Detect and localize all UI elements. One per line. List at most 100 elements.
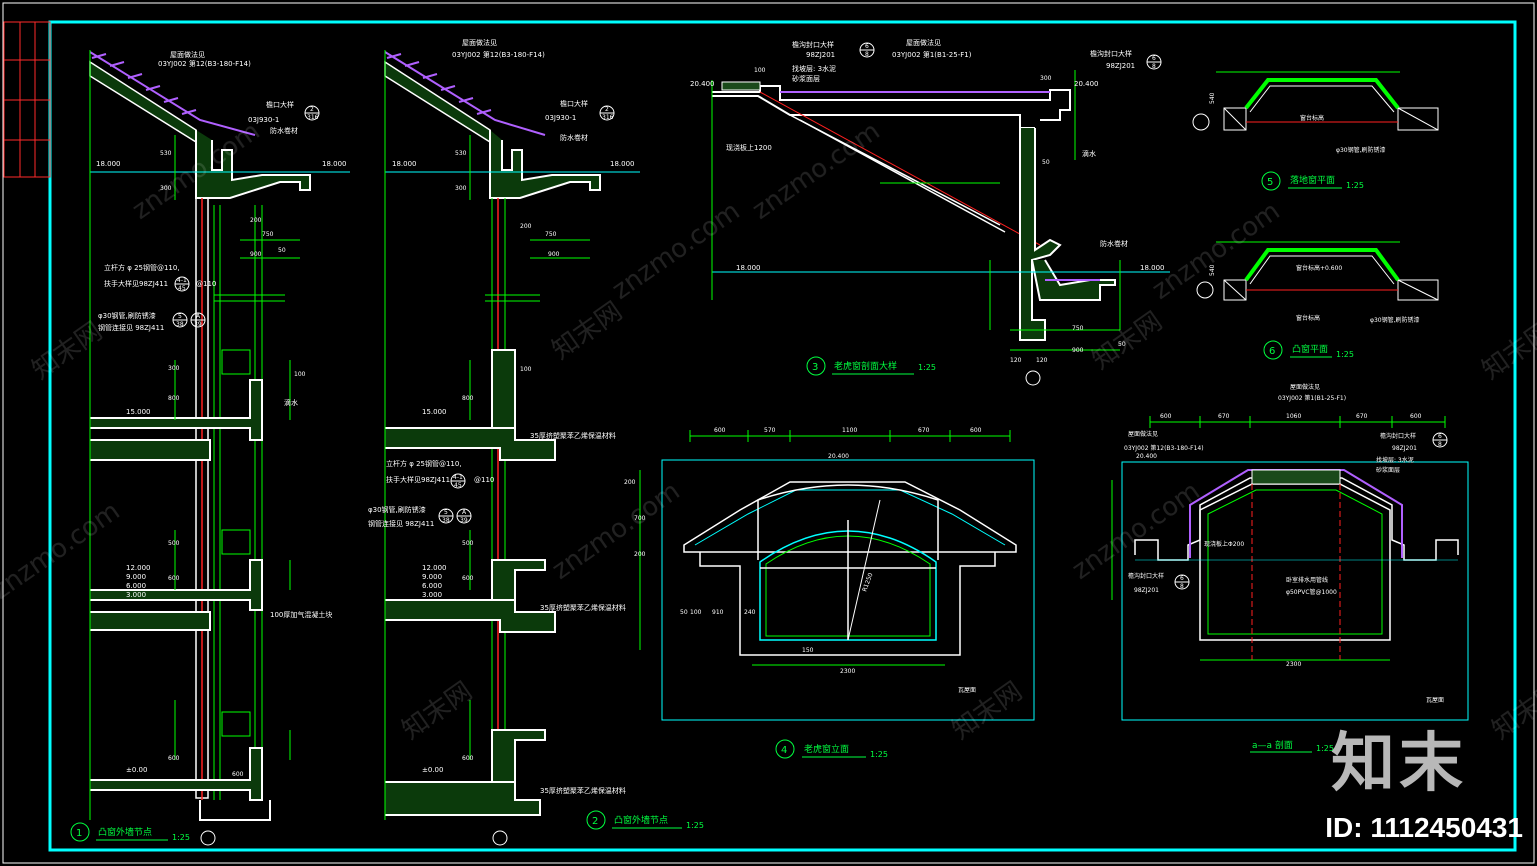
d2-pipe-circle2-top: A	[462, 509, 467, 516]
d2-pipe-circle2-bottom: 39	[460, 517, 468, 524]
d1-pipe-circle1-top: 5	[178, 313, 182, 320]
d2-roof-ref: 屋面做法见	[462, 38, 497, 47]
d1-dim: 750	[262, 231, 274, 238]
d2-dim: 750	[545, 231, 557, 238]
d4-side-dim: 200	[634, 551, 646, 558]
d2-level-3: 3.000	[422, 591, 442, 599]
d6-number: 6	[1269, 346, 1275, 357]
detail-2-labels: 屋面做法见 03YJ002 第12(B3-180-F14) 檐口大样 03J93…	[368, 38, 635, 795]
d1-dim: 200	[250, 217, 262, 224]
d4-low-dim: 100	[690, 609, 702, 616]
detail-5-title-block: 5 落地窗平面 1:25	[1261, 171, 1364, 191]
d1-waterproof: 防水卷材	[270, 126, 298, 135]
d2-gutter-circle-bottom: 316	[602, 114, 614, 121]
d3-dim: 50	[1118, 341, 1126, 348]
da-screed: 砂浆面层	[1376, 466, 1400, 474]
watermark-text: 知末网	[27, 316, 108, 385]
watermark-text: 知末网	[547, 296, 628, 365]
d4-top-dim: 670	[918, 427, 930, 434]
d2-pipe-note: φ30钢管,刷防锈漆	[368, 505, 426, 514]
da-top-dim: 600	[1410, 413, 1422, 420]
da-level-left: 20.400	[1136, 453, 1157, 460]
d3-number: 3	[812, 362, 818, 373]
d1-rail-circle-top: 4-1	[177, 277, 187, 284]
d3-level-bottom-right: 18.000	[1140, 264, 1165, 272]
d1-title: 凸窗外墙节点	[98, 826, 152, 838]
d6-note3: φ30钢管,刷防锈漆	[1370, 316, 1420, 324]
d2-rail-circle-bottom: 45	[454, 482, 462, 489]
d1-pipe-circle2-top: A	[196, 313, 201, 320]
image-id-label: ID: 1112450431	[1325, 812, 1523, 843]
da-roof-spec: 03YJ002 第1(B1-25-F1)	[1278, 394, 1346, 402]
d3-circle2-bottom: 8	[1152, 63, 1156, 70]
d2-ins-note-mid: 35厚挤塑聚苯乙烯保温材料	[540, 603, 626, 612]
da-downpipe: 卧室排水用管线	[1286, 576, 1328, 584]
drawing-border	[48, 20, 1517, 852]
d5-title: 落地窗平面	[1290, 174, 1335, 186]
d1-gutter-spec: 03J930-1	[248, 116, 279, 124]
watermark-text: znzmo.com	[1067, 476, 1206, 586]
d2-dim: 500	[462, 540, 474, 547]
d1-rail-circle-bottom: 45	[178, 285, 186, 292]
title-strip	[3, 21, 51, 178]
d1-level-roof-left: 18.000	[96, 160, 121, 168]
d2-waterproof: 防水卷材	[560, 133, 588, 142]
detail-1-circles	[172, 105, 320, 328]
d2-dim: 600	[462, 755, 474, 762]
d2-title: 凸窗外墙节点	[614, 814, 668, 826]
d2-gutter-spec: 03J930-1	[545, 114, 576, 122]
d3-level-bottom-left: 18.000	[736, 264, 761, 272]
d2-number: 2	[592, 816, 598, 827]
d1-rail-note2: 扶手大样见98ZJ411	[104, 279, 168, 288]
d6-note2: 窗台标高	[1296, 314, 1320, 322]
d3-title: 老虎窗剖面大样	[834, 360, 897, 372]
d1-dim: 530	[160, 150, 172, 157]
d6-note1: 窗台标高+0.600	[1296, 264, 1342, 272]
da-floor-note: 瓦屋面	[1426, 697, 1444, 704]
d2-scale: 1:25	[686, 821, 704, 830]
d6-title: 凸窗平面	[1292, 343, 1328, 355]
d3-circle-bottom: 8	[865, 51, 869, 58]
d2-level-roof-left: 18.000	[392, 160, 417, 168]
detail-1-title-block: 1 凸窗外墙节点 1:25	[70, 822, 190, 842]
d3-roof-ref: 屋面做法见	[906, 38, 941, 47]
da-circle2-bottom: 8	[1180, 583, 1184, 590]
da-mortar: 找坡层: 3水泥	[1376, 456, 1414, 464]
da-circle2-top: 6	[1180, 575, 1184, 582]
d6-scale: 1:25	[1336, 350, 1354, 359]
d1-dim: 600	[168, 755, 180, 762]
detail-1-labels: 屋面做法见 03YJ002 第12(B3-180-F14) 檐口大样 03J93…	[96, 50, 347, 774]
detail-a-labels: 屋面做法见 03YJ002 第1(B1-25-F1) 600 670 1060 …	[1124, 383, 1444, 704]
da-bottom-dim: 2300	[1286, 661, 1301, 668]
d3-dim: 50	[1042, 159, 1050, 166]
detail-a-circles	[1174, 432, 1448, 590]
d1-level-ground: ±0.00	[126, 766, 147, 774]
da-gutter-ref-right: 檐沟封口大样	[1380, 432, 1416, 440]
d2-dim: 530	[455, 150, 467, 157]
detail-3-title-block: 3 老虎窗剖面大样 1:25	[806, 356, 936, 376]
d3-mortar: 找坡层: 3水泥	[792, 64, 836, 73]
d1-dim: 800	[168, 395, 180, 402]
d4-title: 老虎窗立面	[804, 743, 849, 755]
d5-note2: φ30钢管,刷防锈漆	[1336, 146, 1386, 154]
d1-dim: 300	[160, 185, 172, 192]
da-top-dim: 670	[1356, 413, 1368, 420]
d4-level-top: 20.400	[828, 453, 849, 460]
da-circle-bottom: 8	[1438, 441, 1442, 448]
d2-roof-spec: 03YJ002 第12(B3-180-F14)	[452, 50, 545, 59]
watermark-text: znzmo.com	[547, 476, 686, 586]
da-top-dim: 600	[1160, 413, 1172, 420]
d1-dim: 100	[294, 371, 306, 378]
detail-2-title-block: 2 凸窗外墙节点 1:25	[586, 810, 704, 830]
d2-pipe-note2: 钢管连接见 98ZJ411	[368, 519, 434, 528]
detail-1-wall-section	[89, 50, 350, 846]
d1-dim: 900	[250, 251, 262, 258]
d3-dim: 300	[1040, 75, 1052, 82]
detail-2-wall-section	[384, 50, 640, 846]
d4-number: 4	[781, 745, 787, 756]
detail-5-window-plan	[1192, 71, 1439, 131]
detail-2-dim-labels: 530 300 200 750 900 800 500 600 600 100	[455, 150, 560, 762]
d3-waterproof: 防水卷材	[1100, 239, 1128, 248]
d1-level-9: 9.000	[126, 573, 146, 581]
